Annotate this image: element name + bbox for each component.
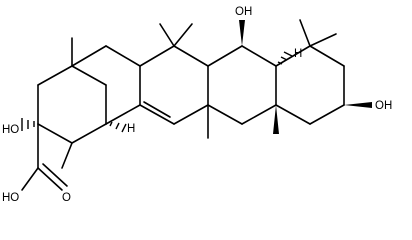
bond-d2: [241, 45, 277, 67]
hashed-h-upper: [277, 51, 293, 65]
bond-a5: [37, 123, 73, 144]
label-ho-left: HO: [2, 124, 19, 136]
bond-b2: [105, 45, 141, 67]
hashed-h-center: [109, 121, 127, 133]
bond-e4: [309, 104, 345, 125]
bond-e5: [275, 104, 311, 125]
bond-e1: [275, 45, 311, 67]
methyl-gem-b: [309, 33, 337, 47]
wedge-methyl-ring-e: [273, 105, 279, 134]
methyl-center-a: [159, 23, 175, 47]
bond-acid-o-2: [42, 163, 68, 187]
hashed-ho-left: [21, 118, 35, 131]
bond-d5: [207, 104, 243, 125]
label-oh-top: OH: [235, 6, 252, 18]
wedge-oh-top: [239, 20, 245, 46]
bond-e2: [309, 45, 345, 67]
ring-b-bonds: [71, 45, 141, 125]
bond-b1: [71, 45, 107, 67]
stereo-bonds: [21, 20, 372, 134]
bond-c2: [173, 45, 209, 67]
bond-d1: [207, 45, 243, 67]
label-acid-o: O: [62, 192, 71, 204]
bond-c5-double: [143, 101, 171, 118]
bond-d4: [241, 104, 277, 125]
bond-a4: [71, 123, 107, 144]
methyl-groups: [61, 19, 337, 169]
label-oh-right: OH: [375, 100, 392, 112]
ring-c-bonds: [139, 45, 209, 125]
label-acid-ho: HO: [2, 192, 19, 204]
ring-d-bonds: [207, 45, 277, 125]
methyl-bottom-left: [61, 142, 73, 169]
methyl-center-b: [173, 23, 193, 47]
bond-acid-o-1: [37, 167, 63, 191]
skeletal-formula: OH OH HO HO O H H: [2, 6, 392, 204]
structure-diagram: OH OH HO HO O H H: [2, 6, 392, 204]
bond-c1: [139, 45, 175, 67]
bond-acid-oh: [21, 167, 39, 191]
methyl-gem-a: [299, 19, 311, 47]
label-h-upper-right: H: [294, 48, 302, 60]
label-h-center: H: [127, 123, 135, 135]
ring-e-bonds: [275, 45, 345, 125]
ring-a-bonds: [37, 65, 107, 144]
bond-a2: [71, 65, 107, 86]
bond-a1: [37, 65, 73, 86]
carboxylic-acid: [21, 123, 68, 191]
bond-c5: [139, 104, 175, 125]
bond-b4: [105, 104, 141, 125]
wedge-oh-right: [344, 102, 372, 108]
bond-c4: [173, 104, 209, 125]
